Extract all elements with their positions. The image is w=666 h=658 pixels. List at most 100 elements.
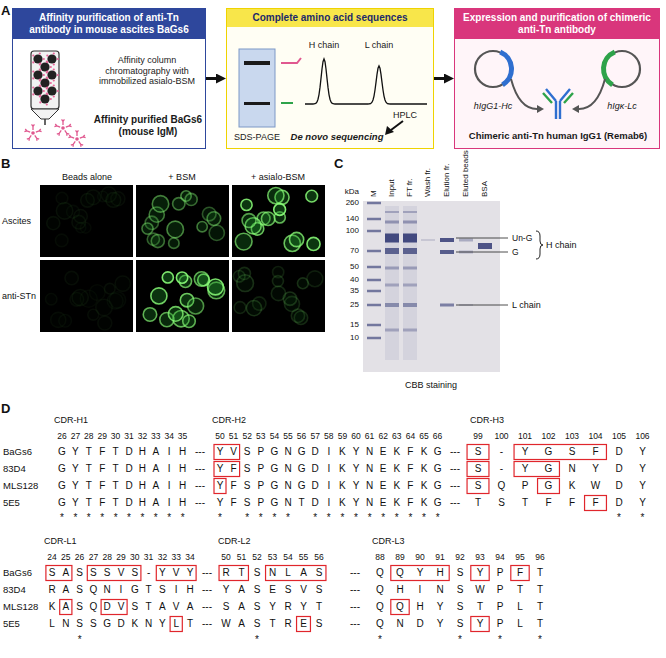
- bead: [169, 238, 179, 248]
- gel-band: [244, 61, 270, 65]
- sequence-name: MLS128: [3, 602, 38, 612]
- residue: I: [327, 447, 330, 457]
- micrograph-background: [40, 185, 133, 257]
- cdr-header: CDR-L2: [218, 537, 251, 546]
- resin-bead: [33, 54, 42, 63]
- process-arrow: [206, 77, 219, 80]
- residue: T: [477, 602, 483, 612]
- micrograph: [40, 260, 133, 332]
- residue: Q: [396, 602, 404, 612]
- panel-letter: B: [1, 157, 10, 170]
- marker-size: 25: [350, 301, 359, 309]
- residue-number: 95: [515, 553, 524, 562]
- bead: [272, 276, 283, 287]
- residue: A: [62, 602, 69, 612]
- box-text: SDS-PAGE: [234, 132, 280, 143]
- residue-number: 58: [324, 432, 333, 441]
- bead: [167, 221, 184, 238]
- bead: [234, 302, 246, 314]
- conservation-mark: *: [381, 513, 385, 523]
- residue: I: [419, 585, 422, 595]
- residue: Y: [159, 619, 166, 629]
- gel-band: [403, 248, 417, 254]
- bead: [74, 210, 87, 223]
- bead: [151, 234, 164, 247]
- immobilized-glycan: [53, 52, 55, 54]
- residue: G: [103, 619, 111, 629]
- residue-number: 55: [283, 432, 292, 441]
- residue: K: [49, 602, 56, 612]
- immobilized-glycan: [50, 82, 52, 84]
- residue: S: [254, 619, 261, 629]
- micrograph-background: [136, 185, 229, 257]
- residue: G: [545, 447, 553, 457]
- residue: T: [537, 619, 543, 629]
- immobilized-glycan: [46, 54, 48, 56]
- residue: A: [238, 619, 245, 629]
- immobilized-glycan: [46, 76, 48, 78]
- gel-band: [459, 239, 473, 242]
- residue: K: [393, 481, 400, 491]
- gap-mark: ---: [350, 568, 360, 578]
- residue: L: [173, 619, 179, 629]
- residue: T: [537, 602, 543, 612]
- igm-arm: [35, 135, 39, 140]
- residue: Y: [269, 602, 276, 612]
- immobilized-glycan: [39, 68, 41, 70]
- gap-mark: ---: [195, 481, 205, 491]
- marker-size: 40: [350, 276, 359, 284]
- residue: G: [271, 447, 279, 457]
- box-text: HPLC: [393, 110, 417, 121]
- highlight-box: [391, 566, 449, 581]
- residue-number: 92: [455, 553, 464, 562]
- residue: E: [380, 498, 387, 508]
- residue: K: [339, 498, 346, 508]
- resin-bead: [47, 86, 56, 95]
- conservation-mark: *: [327, 513, 331, 523]
- marker-size: 10: [350, 334, 359, 342]
- immobilized-glycan: [32, 86, 34, 88]
- residue: H: [186, 585, 193, 595]
- box-illustration: [227, 9, 434, 149]
- gap-mark: ---: [202, 568, 212, 578]
- lane-smear: [403, 206, 417, 360]
- conservation-mark: *: [498, 635, 502, 645]
- bead: [109, 292, 125, 308]
- residue: V: [118, 602, 125, 612]
- residue: F: [517, 568, 523, 578]
- bead: [56, 203, 72, 219]
- gel-band: [440, 250, 454, 254]
- conservation-mark: *: [286, 513, 290, 523]
- marker-size: 140: [346, 215, 359, 223]
- residue: G: [434, 481, 442, 491]
- residue: G: [298, 447, 306, 457]
- residue: S: [131, 602, 138, 612]
- residue: K: [393, 464, 400, 474]
- residue-number: 57: [310, 432, 319, 441]
- immobilized-glycan: [39, 94, 41, 96]
- immobilized-glycan: [53, 79, 55, 81]
- residue: G: [58, 498, 66, 508]
- residue-number: 61: [365, 432, 374, 441]
- residue: D: [117, 619, 124, 629]
- residue: I: [175, 585, 178, 595]
- immobilized-glycan: [39, 101, 41, 103]
- immobilized-glycan: [46, 60, 48, 62]
- residue-number: 52: [242, 432, 251, 441]
- residue: T: [522, 498, 528, 508]
- highlight-box: [297, 617, 311, 632]
- residue: H: [139, 481, 146, 491]
- conservation-mark: *: [395, 513, 399, 523]
- residue: F: [407, 464, 413, 474]
- lane-label: BSA: [481, 181, 489, 197]
- conservation-mark: *: [378, 635, 382, 645]
- residue: K: [569, 481, 576, 491]
- conservation-mark: *: [181, 513, 185, 523]
- residue: D: [312, 447, 319, 457]
- gel-band: [403, 234, 417, 243]
- residue: I: [168, 464, 171, 474]
- gel-panel: [363, 201, 543, 372]
- residue: Y: [417, 568, 424, 578]
- immobilized-glycan: [32, 61, 34, 63]
- residue-number: 50: [221, 553, 230, 562]
